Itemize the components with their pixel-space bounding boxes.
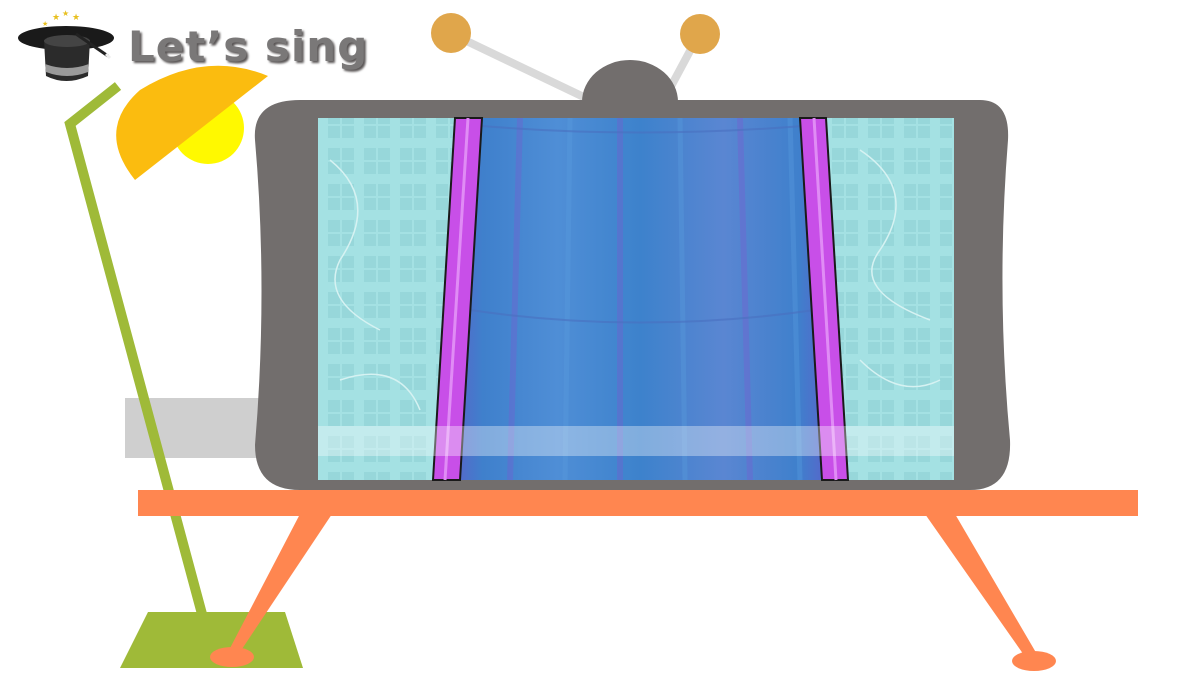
tv-screen <box>318 117 954 481</box>
svg-text:★: ★ <box>52 13 60 23</box>
antenna-ball-right <box>680 14 720 54</box>
svg-text:★: ★ <box>72 13 80 23</box>
tv-table <box>138 490 1138 671</box>
magic-hat-icon: ★ ★ ★ ★ <box>18 9 114 81</box>
svg-text:★: ★ <box>62 9 69 18</box>
page-title: Let’s sing <box>128 22 369 71</box>
svg-text:★: ★ <box>42 20 48 28</box>
stage-curtain <box>433 118 848 480</box>
lamp-shade <box>116 65 268 180</box>
table-top <box>138 490 1138 516</box>
antenna-ball-left <box>431 13 471 53</box>
